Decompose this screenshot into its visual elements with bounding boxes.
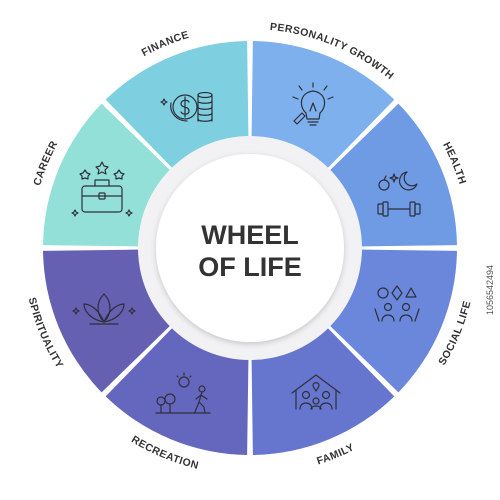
center-title-line2: OF LIFE <box>198 252 302 282</box>
lotus-icon <box>72 293 136 325</box>
stock-id-text: 1056542494 <box>485 265 495 315</box>
center-hub: WHEEL OF LIFE <box>138 136 362 360</box>
briefcase-icon <box>71 161 133 217</box>
health-dumbbell-icon <box>377 171 421 217</box>
social-people-icon <box>374 285 420 322</box>
center-disc <box>156 154 344 342</box>
family-house-icon <box>291 374 341 410</box>
segment-label-family: FAMILY <box>315 441 356 467</box>
lightbulb-icon <box>292 82 334 126</box>
center-title-line1: WHEEL <box>201 220 299 250</box>
coins-dollar-icon <box>160 91 213 122</box>
recreation-walking-icon <box>155 372 211 414</box>
